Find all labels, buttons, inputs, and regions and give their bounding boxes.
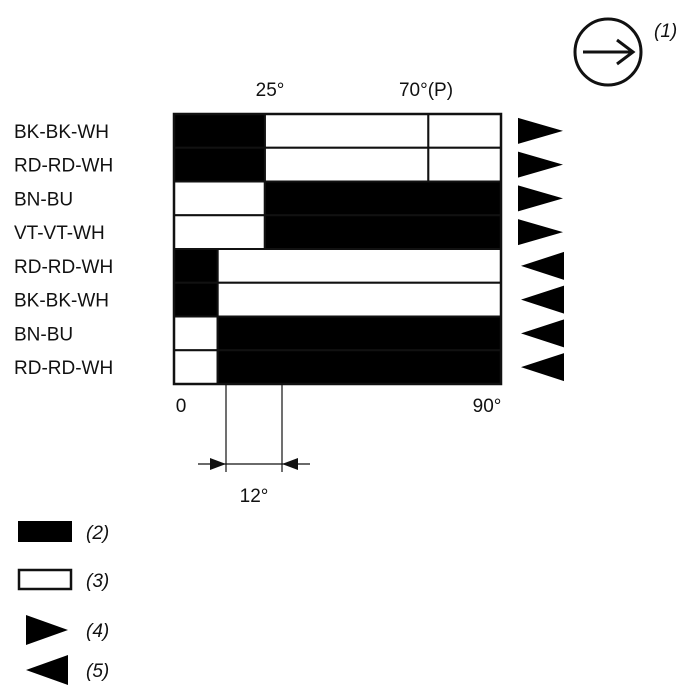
- dimension-arrow-icon: [282, 458, 298, 470]
- row-direction-arrows: [518, 117, 564, 382]
- bottom-tick-label: 90°: [473, 396, 502, 417]
- top-tick-label: 25°: [256, 80, 285, 101]
- closed-segment: [173, 281, 219, 318]
- right-arrow-icon: [518, 219, 563, 246]
- contact-row: [173, 214, 503, 250]
- closed-segment: [216, 315, 502, 352]
- empty-box-icon: [17, 568, 73, 591]
- row-label: BN-BU: [14, 189, 73, 210]
- filled-box-icon: [18, 521, 72, 542]
- bottom-tick-label: 0: [176, 396, 187, 417]
- left-arrow-icon: [521, 285, 564, 314]
- legend-ref: (3): [86, 571, 109, 592]
- closed-segment: [173, 146, 266, 183]
- legend-item: (4): [26, 615, 109, 645]
- left-arrow-icon: [26, 655, 68, 685]
- closed-segment: [173, 248, 219, 284]
- open-segment: [216, 248, 502, 284]
- legend-item: (2): [18, 521, 109, 544]
- open-segment: [173, 214, 266, 250]
- legend-item: (5): [26, 655, 109, 685]
- row-label: BK-BK-WH: [14, 122, 109, 143]
- closed-segment: [216, 349, 502, 385]
- grid-frame: [172, 112, 503, 386]
- right-arrow-icon: [518, 185, 563, 212]
- contact-row: [173, 113, 503, 149]
- open-segment: [216, 281, 502, 318]
- closed-segment: [263, 214, 503, 250]
- legend-item: (3): [17, 568, 109, 592]
- contact-row: [173, 146, 503, 183]
- top-tick-label: 70°(P): [399, 80, 453, 101]
- row-label: RD-RD-WH: [14, 257, 113, 278]
- dimension-marker: 12°: [198, 384, 310, 507]
- open-segment: [173, 349, 219, 385]
- row-labels: BK-BK-WH RD-RD-WH BN-BU VT-VT-WH RD-RD-WH BK-…: [14, 122, 113, 379]
- row-label: RD-RD-WH: [14, 156, 113, 177]
- right-arrow-icon: [26, 615, 68, 645]
- direction-ref: (1): [654, 21, 677, 42]
- left-arrow-icon: [521, 251, 564, 280]
- open-segment: [173, 315, 219, 352]
- row-label: BN-BU: [14, 324, 73, 345]
- legend-ref: (5): [86, 661, 109, 682]
- contact-grid: [172, 112, 503, 386]
- legend: (2) (3) (4) (5): [17, 521, 109, 685]
- contact-row: [173, 281, 502, 318]
- legend-ref: (2): [86, 523, 109, 544]
- contact-row: [173, 315, 502, 352]
- contact-row: [173, 180, 503, 217]
- left-arrow-icon: [521, 353, 564, 382]
- open-segment: [263, 146, 430, 183]
- right-arrow-icon: [518, 151, 563, 178]
- row-label: BK-BK-WH: [14, 291, 109, 312]
- left-arrow-icon: [521, 319, 564, 348]
- dimension-arrow-icon: [210, 458, 226, 470]
- legend-ref: (4): [86, 621, 109, 642]
- row-label: RD-RD-WH: [14, 358, 113, 379]
- open-segment: [427, 146, 503, 183]
- closed-segment: [263, 180, 503, 217]
- arrow-right-in-circle-icon: [573, 17, 643, 87]
- open-segment: [173, 180, 266, 217]
- dimension-label: 12°: [240, 486, 269, 507]
- right-arrow-icon: [518, 117, 563, 144]
- row-label: VT-VT-WH: [14, 223, 105, 244]
- top-axis-labels: 25° 70°(P): [256, 80, 453, 101]
- open-segment: [263, 113, 430, 149]
- open-segment: [427, 113, 503, 149]
- contact-row: [173, 248, 502, 284]
- direction-symbol: (1): [573, 17, 677, 87]
- contact-row: [173, 349, 502, 385]
- closed-segment: [173, 113, 266, 149]
- bottom-axis-labels: 0 90°: [176, 396, 502, 417]
